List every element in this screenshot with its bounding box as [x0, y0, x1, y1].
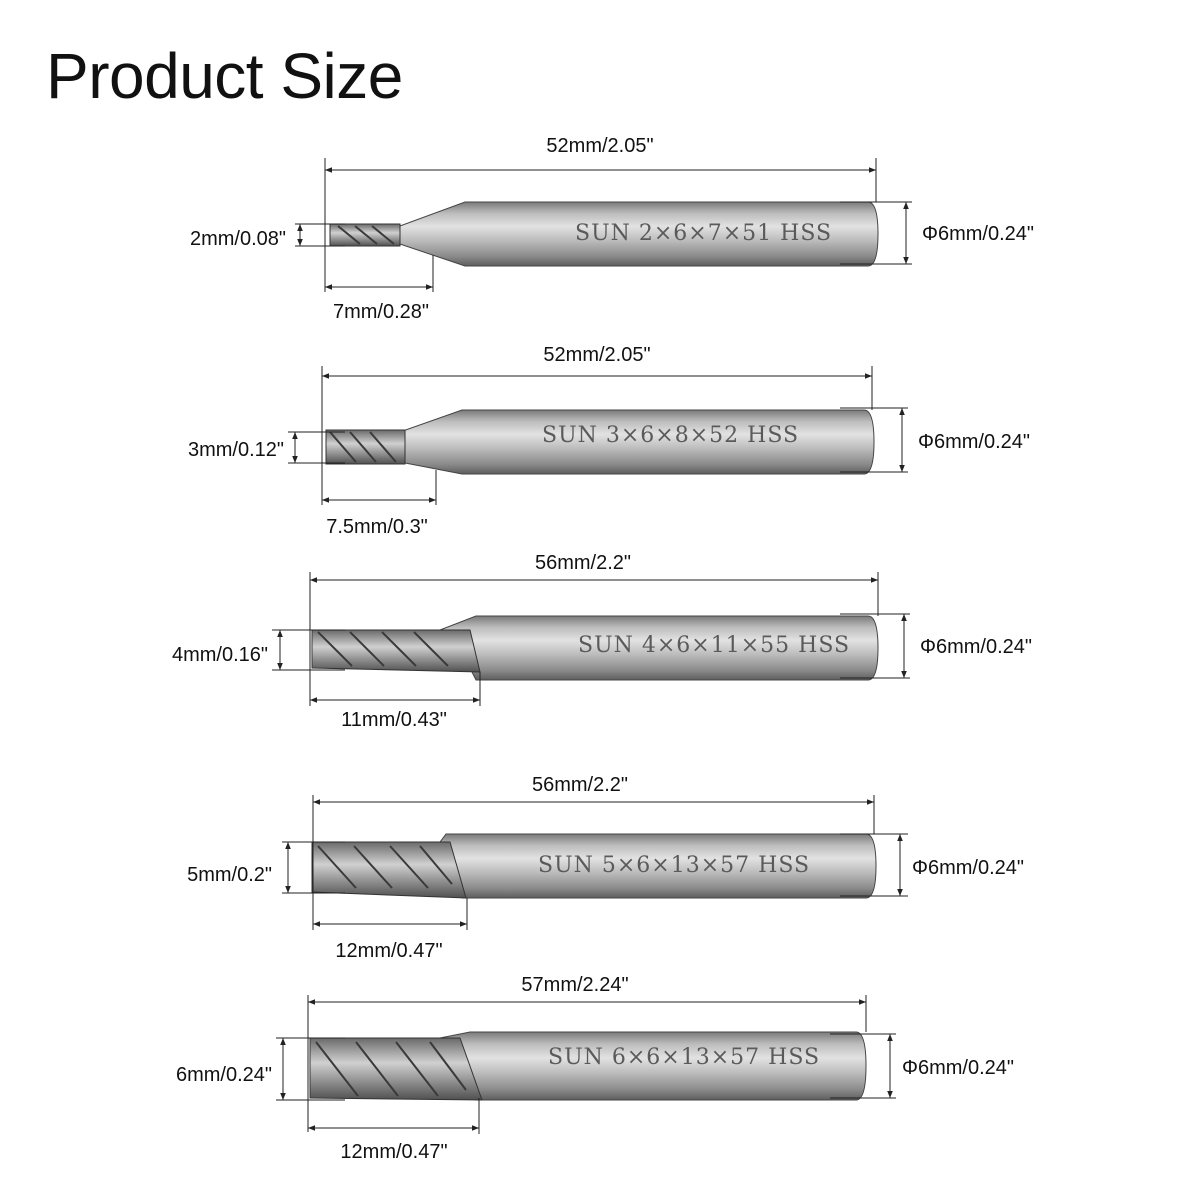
end-mill-1: SUN 2×6×7×51 HSS 52mm/2.05" 2mm/0.08" 7m…	[190, 135, 1034, 323]
tool-marking: SUN 6×6×13×57 HSS	[548, 1045, 820, 1070]
overall-length-label: 57mm/2.24"	[521, 974, 628, 996]
cutting-diameter-label: 4mm/0.16"	[172, 644, 268, 666]
tool-marking: SUN 5×6×13×57 HSS	[538, 853, 810, 878]
shank-diameter-label: Φ6mm/0.24"	[920, 636, 1032, 658]
cutting-diameter-label: 3mm/0.12"	[188, 439, 284, 461]
cutting-diameter-label: 2mm/0.08"	[190, 228, 286, 250]
end-mill-3: SUN 4×6×11×55 HSS 56mm/2.2" 4mm/0.16" 11…	[172, 552, 1032, 731]
flute-length-label: 12mm/0.47"	[340, 1141, 447, 1163]
cutting-diameter-label: 6mm/0.24"	[176, 1064, 272, 1086]
page-title: Product Size	[46, 40, 403, 112]
flute-length-label: 11mm/0.43"	[341, 709, 447, 731]
flute-length-label: 7mm/0.28"	[333, 301, 429, 323]
shank-diameter-label: Φ6mm/0.24"	[902, 1057, 1014, 1079]
end-mill-4: SUN 5×6×13×57 HSS 56mm/2.2" 5mm/0.2" 12m…	[187, 774, 1024, 962]
overall-length-label: 52mm/2.05"	[546, 135, 653, 157]
tool-marking: SUN 4×6×11×55 HSS	[578, 633, 850, 658]
flute-length-label: 12mm/0.47"	[335, 940, 442, 962]
overall-length-label: 56mm/2.2"	[532, 774, 628, 796]
shank-diameter-label: Φ6mm/0.24"	[922, 223, 1034, 245]
tool-marking: SUN 3×6×8×52 HSS	[542, 423, 799, 448]
shank-diameter-label: Φ6mm/0.24"	[918, 431, 1030, 453]
cutting-diameter-label: 5mm/0.2"	[187, 864, 272, 886]
end-mill-2: SUN 3×6×8×52 HSS 52mm/2.05" 3mm/0.12" 7.…	[188, 344, 1030, 538]
tool-marking: SUN 2×6×7×51 HSS	[575, 221, 832, 246]
end-mill-5: SUN 6×6×13×57 HSS 57mm/2.24" 6mm/0.24" 1…	[176, 974, 1014, 1163]
shank-diameter-label: Φ6mm/0.24"	[912, 857, 1024, 879]
overall-length-label: 56mm/2.2"	[535, 552, 631, 574]
overall-length-label: 52mm/2.05"	[543, 344, 650, 366]
flute-length-label: 7.5mm/0.3"	[326, 516, 428, 538]
